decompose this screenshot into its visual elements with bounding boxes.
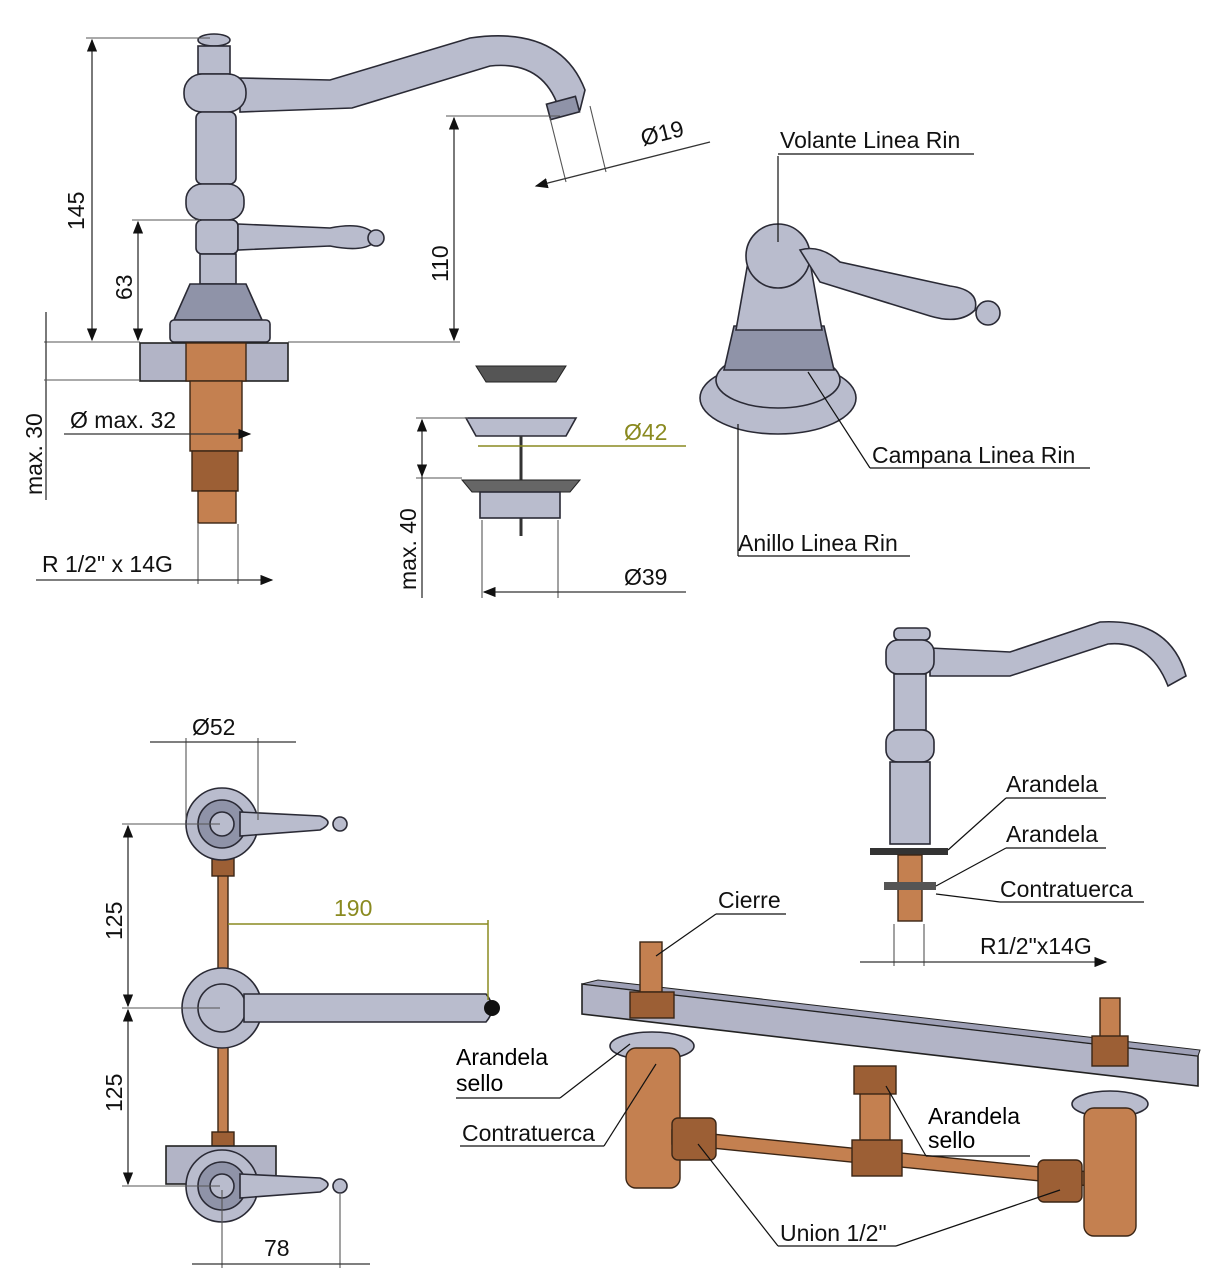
spout-side-labels: Arandela Arandela Contratuerca R1/2"x14G bbox=[860, 771, 1144, 968]
drain-assembly bbox=[460, 365, 582, 536]
top-view-dimensions: Ø52 125 125 190 78 bbox=[101, 714, 489, 1268]
dim-125-upper: 125 bbox=[101, 902, 127, 940]
spout-side-view bbox=[870, 620, 1187, 922]
dim-diameter-39: Ø39 bbox=[624, 564, 667, 590]
handle-detail bbox=[699, 223, 1001, 435]
faucet-front-dimensions: 145 63 110 Ø19 max. 30 Ø max. 32 R 1/2" … bbox=[21, 37, 711, 586]
dim-max-hole-32: Ø max. 32 bbox=[70, 407, 176, 433]
drain-flange bbox=[460, 479, 582, 493]
base-nut bbox=[172, 283, 264, 321]
dim-125-lower: 125 bbox=[101, 1074, 127, 1112]
dim-thread: R 1/2" x 14G bbox=[42, 551, 173, 577]
valve-assembly bbox=[581, 941, 1201, 1237]
dim-78: 78 bbox=[264, 1235, 290, 1261]
label-arandela-sello-left: Arandela sello bbox=[456, 1044, 549, 1096]
dim-diameter-52: Ø52 bbox=[192, 714, 235, 740]
lever-handle bbox=[237, 223, 379, 251]
dim-diameter-42: Ø42 bbox=[624, 419, 667, 445]
label-campana: Campana Linea Rin bbox=[872, 442, 1075, 468]
dim-145: 145 bbox=[63, 192, 89, 230]
aerator bbox=[545, 95, 581, 121]
valve-assembly-labels: Cierre Arandela sello Contratuerca Arand… bbox=[456, 887, 1061, 1247]
label-union: Union 1/2" bbox=[780, 1220, 887, 1246]
drain-plug bbox=[464, 417, 578, 437]
top-view bbox=[165, 787, 500, 1223]
top-cap bbox=[197, 33, 231, 47]
label-arandela-sello-center: Arandela sello bbox=[928, 1104, 1021, 1153]
label-contratuerca-side: Contratuerca bbox=[1000, 876, 1133, 902]
drain-cap bbox=[475, 365, 567, 383]
dim-max-30: max. 30 bbox=[21, 413, 47, 495]
dim-diameter-19: Ø19 bbox=[638, 115, 686, 151]
dim-max-40: max. 40 bbox=[395, 508, 421, 590]
dim-190: 190 bbox=[334, 895, 372, 921]
label-anillo: Anillo Linea Rin bbox=[738, 530, 898, 556]
label-arandela-1: Arandela bbox=[1006, 771, 1098, 797]
bell-nut bbox=[722, 325, 836, 371]
dim-63: 63 bbox=[111, 274, 137, 300]
drain-dimensions: max. 40 Ø42 Ø39 bbox=[395, 417, 686, 598]
spout bbox=[239, 35, 586, 113]
faucet-front-view bbox=[139, 33, 586, 524]
handle-detail-labels: Volante Linea Rin Campana Linea Rin Anil… bbox=[737, 127, 1090, 557]
label-volante: Volante Linea Rin bbox=[780, 127, 960, 153]
dim-110: 110 bbox=[427, 245, 453, 282]
spout-top bbox=[243, 993, 493, 1023]
label-arandela-2: Arandela bbox=[1006, 821, 1098, 847]
dim-thread-side: R1/2"x14G bbox=[980, 933, 1092, 959]
label-cierre: Cierre bbox=[718, 887, 781, 913]
handle-lever bbox=[798, 247, 977, 321]
label-contratuerca: Contratuerca bbox=[462, 1120, 595, 1146]
